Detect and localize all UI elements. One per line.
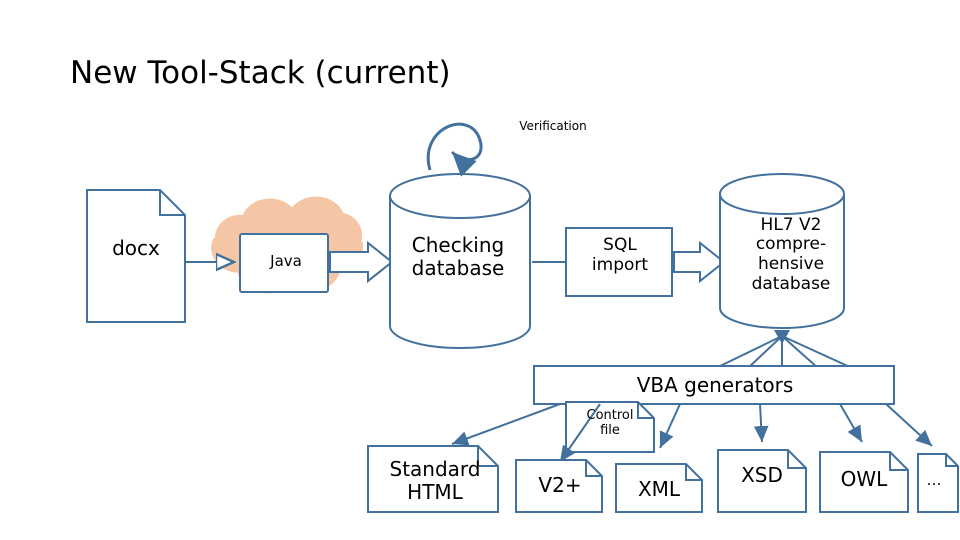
arrows-vba-outputs <box>451 403 933 463</box>
vba-generators-shape <box>533 365 895 405</box>
arrow-sql-hl7 <box>673 240 726 284</box>
ellipsis-shape <box>917 453 959 513</box>
fan-hl7-vba <box>715 330 853 369</box>
page-title: New Tool-Stack (current) <box>70 55 451 91</box>
arrow-java-checking <box>329 240 394 284</box>
docx-shape <box>86 189 186 323</box>
hl7-database-shape <box>719 173 845 329</box>
verification-loop-arrow <box>426 122 483 177</box>
v2plus-shape <box>515 459 603 513</box>
checking-database-shape <box>389 173 531 349</box>
java-shape <box>239 233 329 293</box>
xml-shape <box>615 463 703 513</box>
owl-shape <box>819 451 909 513</box>
sql-import-shape <box>565 227 673 297</box>
control-file-shape <box>565 401 655 453</box>
xsd-shape <box>717 449 807 513</box>
standard-html-shape <box>367 445 499 513</box>
